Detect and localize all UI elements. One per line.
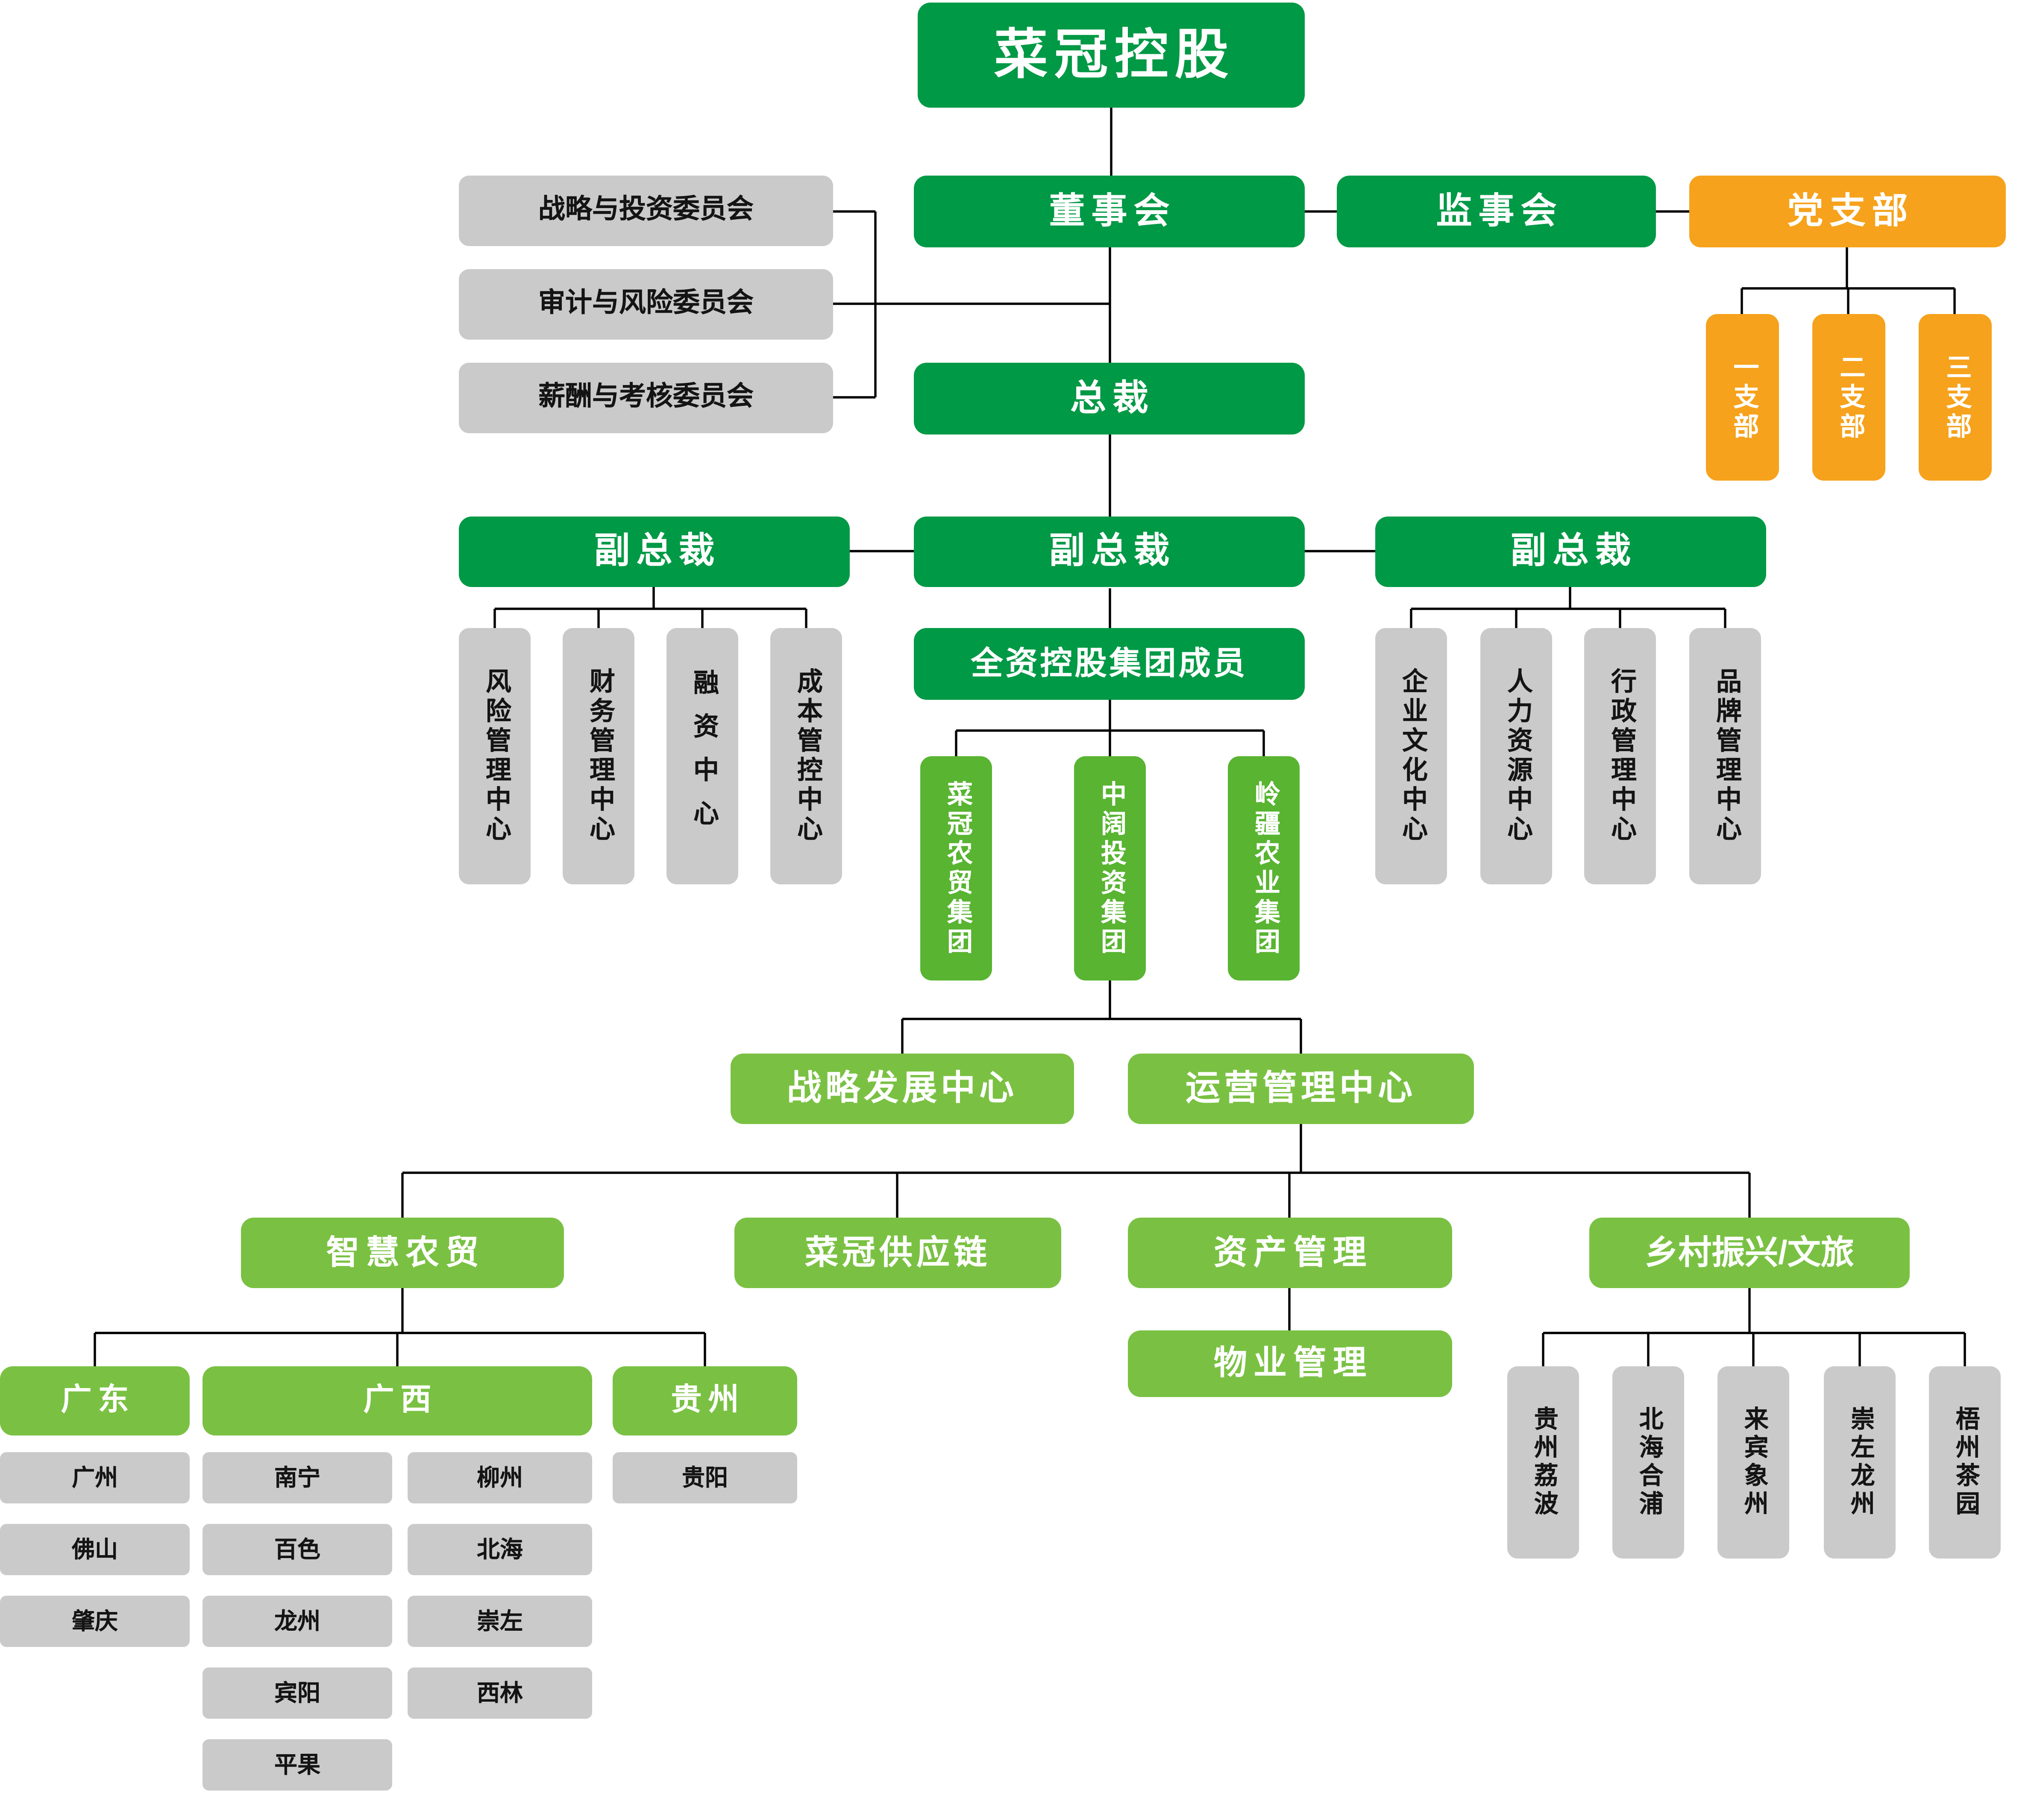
- brand-mgmt-box: 品牌管理中心: [1689, 628, 1761, 884]
- group-member-box: 菜冠农贸集团: [920, 756, 992, 980]
- rural-site-box: 梧州茶园: [1929, 1366, 2001, 1559]
- smart-agritrade-box: 智慧农贸: [241, 1218, 564, 1288]
- party-box: 党支部: [1689, 176, 2006, 247]
- province-guangxi-box: 广西: [203, 1366, 592, 1435]
- strategy-center-box: 战略发展中心: [731, 1054, 1074, 1124]
- city-box: 百色: [203, 1524, 392, 1575]
- root-box: 菜冠控股: [918, 3, 1305, 108]
- supervisory-box: 监事会: [1337, 176, 1656, 247]
- committee-box: 战略与投资委员会: [459, 176, 833, 246]
- party-branch-box: 二支部: [1812, 314, 1885, 481]
- board-box: 董事会: [914, 176, 1305, 247]
- operations-center-box: 运营管理中心: [1128, 1054, 1474, 1124]
- rural-site-box: 贵州荔波: [1507, 1366, 1579, 1559]
- vp-mid-box: 副总裁: [914, 517, 1305, 587]
- city-box: 肇庆: [0, 1596, 190, 1647]
- city-box: 广州: [0, 1452, 190, 1503]
- property-mgmt-box: 物业管理: [1128, 1330, 1452, 1397]
- vp-left-box: 副总裁: [459, 517, 850, 587]
- rural-site-box: 崇左龙州: [1824, 1366, 1896, 1559]
- party-branch-box: 三支部: [1919, 314, 1992, 481]
- province-guizhou-box: 贵州: [613, 1366, 797, 1435]
- city-box: 北海: [408, 1524, 592, 1575]
- group-member-box: 中阔投资集团: [1074, 756, 1146, 980]
- city-box: 平果: [203, 1739, 392, 1791]
- province-guangdong-box: 广东: [0, 1366, 190, 1435]
- committee-box: 审计与风险委员会: [459, 269, 833, 340]
- president-box: 总裁: [914, 363, 1305, 434]
- rural-site-box: 北海合浦: [1612, 1366, 1684, 1559]
- committee-box: 薪酬与考核委员会: [459, 363, 833, 433]
- admin-mgmt-box: 行政管理中心: [1584, 628, 1656, 884]
- corp-culture-box: 企业文化中心: [1375, 628, 1447, 884]
- cost-control-box: 成本管控中心: [770, 628, 842, 884]
- city-box: 柳州: [408, 1452, 592, 1503]
- city-box: 宾阳: [203, 1667, 392, 1719]
- city-box: 西林: [408, 1667, 592, 1719]
- hr-box: 人力资源中心: [1480, 628, 1552, 884]
- city-box: 贵阳: [613, 1452, 797, 1503]
- finance-mgmt-box: 财务管理中心: [563, 628, 634, 884]
- vp-right-box: 副总裁: [1375, 517, 1766, 587]
- city-box: 崇左: [408, 1596, 592, 1647]
- party-branch-box: 一支部: [1706, 314, 1779, 481]
- rural-revitalization-box: 乡村振兴/文旅: [1589, 1218, 1910, 1288]
- city-box: 南宁: [203, 1452, 392, 1503]
- group-member-box: 岭疆农业集团: [1228, 756, 1300, 980]
- rural-site-box: 来宾象州: [1717, 1366, 1789, 1559]
- asset-mgmt-box: 资产管理: [1128, 1218, 1452, 1288]
- risk-mgmt-box: 风险管理中心: [459, 628, 531, 884]
- holding-header-box: 全资控股集团成员: [914, 628, 1305, 700]
- city-box: 龙州: [203, 1596, 392, 1647]
- city-box: 佛山: [0, 1524, 190, 1575]
- financing-box: 融资中心: [666, 628, 738, 884]
- supply-chain-box: 菜冠供应链: [734, 1218, 1061, 1288]
